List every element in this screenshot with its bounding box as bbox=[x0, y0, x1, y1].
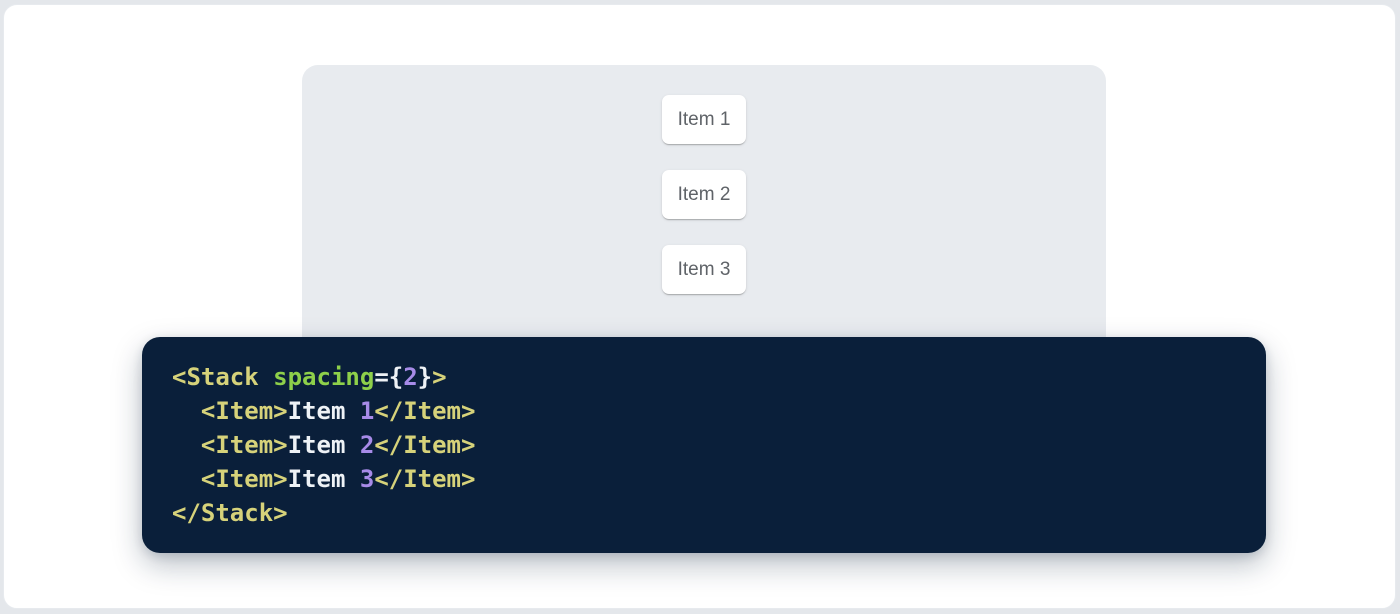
code-line: <Item>Item 3</Item> bbox=[172, 462, 1236, 496]
code-token-tag: <Stack bbox=[172, 363, 259, 391]
stack-demo-panel: Item 1 Item 2 Item 3 bbox=[302, 65, 1106, 387]
code-token-number: 1 bbox=[359, 397, 375, 425]
stack-item: Item 2 bbox=[662, 170, 746, 219]
code-line: <Item>Item 2</Item> bbox=[172, 428, 1236, 462]
code-snippet: <Stack spacing={2}> <Item>Item 1</Item> … bbox=[172, 360, 1236, 530]
code-token-plain: Item bbox=[287, 465, 360, 493]
code-token-number: 3 bbox=[359, 465, 375, 493]
code-line: <Item>Item 1</Item> bbox=[172, 394, 1236, 428]
code-token-plain bbox=[172, 465, 201, 493]
code-token-plain: ={ bbox=[374, 363, 404, 391]
code-token-tag: > bbox=[432, 363, 447, 391]
code-line: </Stack> bbox=[172, 496, 1236, 530]
code-token-tag: <Item> bbox=[200, 431, 288, 459]
code-line: <Stack spacing={2}> bbox=[172, 360, 1236, 394]
code-token-tag: </Item> bbox=[374, 431, 476, 459]
code-token-number: 2 bbox=[359, 431, 375, 459]
code-token-tag: <Item> bbox=[200, 465, 288, 493]
code-block: <Stack spacing={2}> <Item>Item 1</Item> … bbox=[142, 337, 1266, 553]
code-token-tag: <Item> bbox=[200, 397, 288, 425]
code-token-tag: </Item> bbox=[374, 465, 476, 493]
stack-item: Item 1 bbox=[662, 95, 746, 144]
code-token-plain bbox=[259, 363, 273, 391]
code-token-tag: </Stack> bbox=[172, 499, 288, 527]
code-token-attr: spacing bbox=[273, 363, 375, 391]
stack-item: Item 3 bbox=[662, 245, 746, 294]
code-token-number: 2 bbox=[403, 363, 418, 391]
code-token-plain: } bbox=[417, 363, 433, 391]
code-token-plain bbox=[172, 431, 201, 459]
code-token-plain: Item bbox=[287, 397, 360, 425]
code-token-tag: </Item> bbox=[374, 397, 476, 425]
code-token-plain bbox=[172, 397, 201, 425]
code-token-plain: Item bbox=[287, 431, 360, 459]
